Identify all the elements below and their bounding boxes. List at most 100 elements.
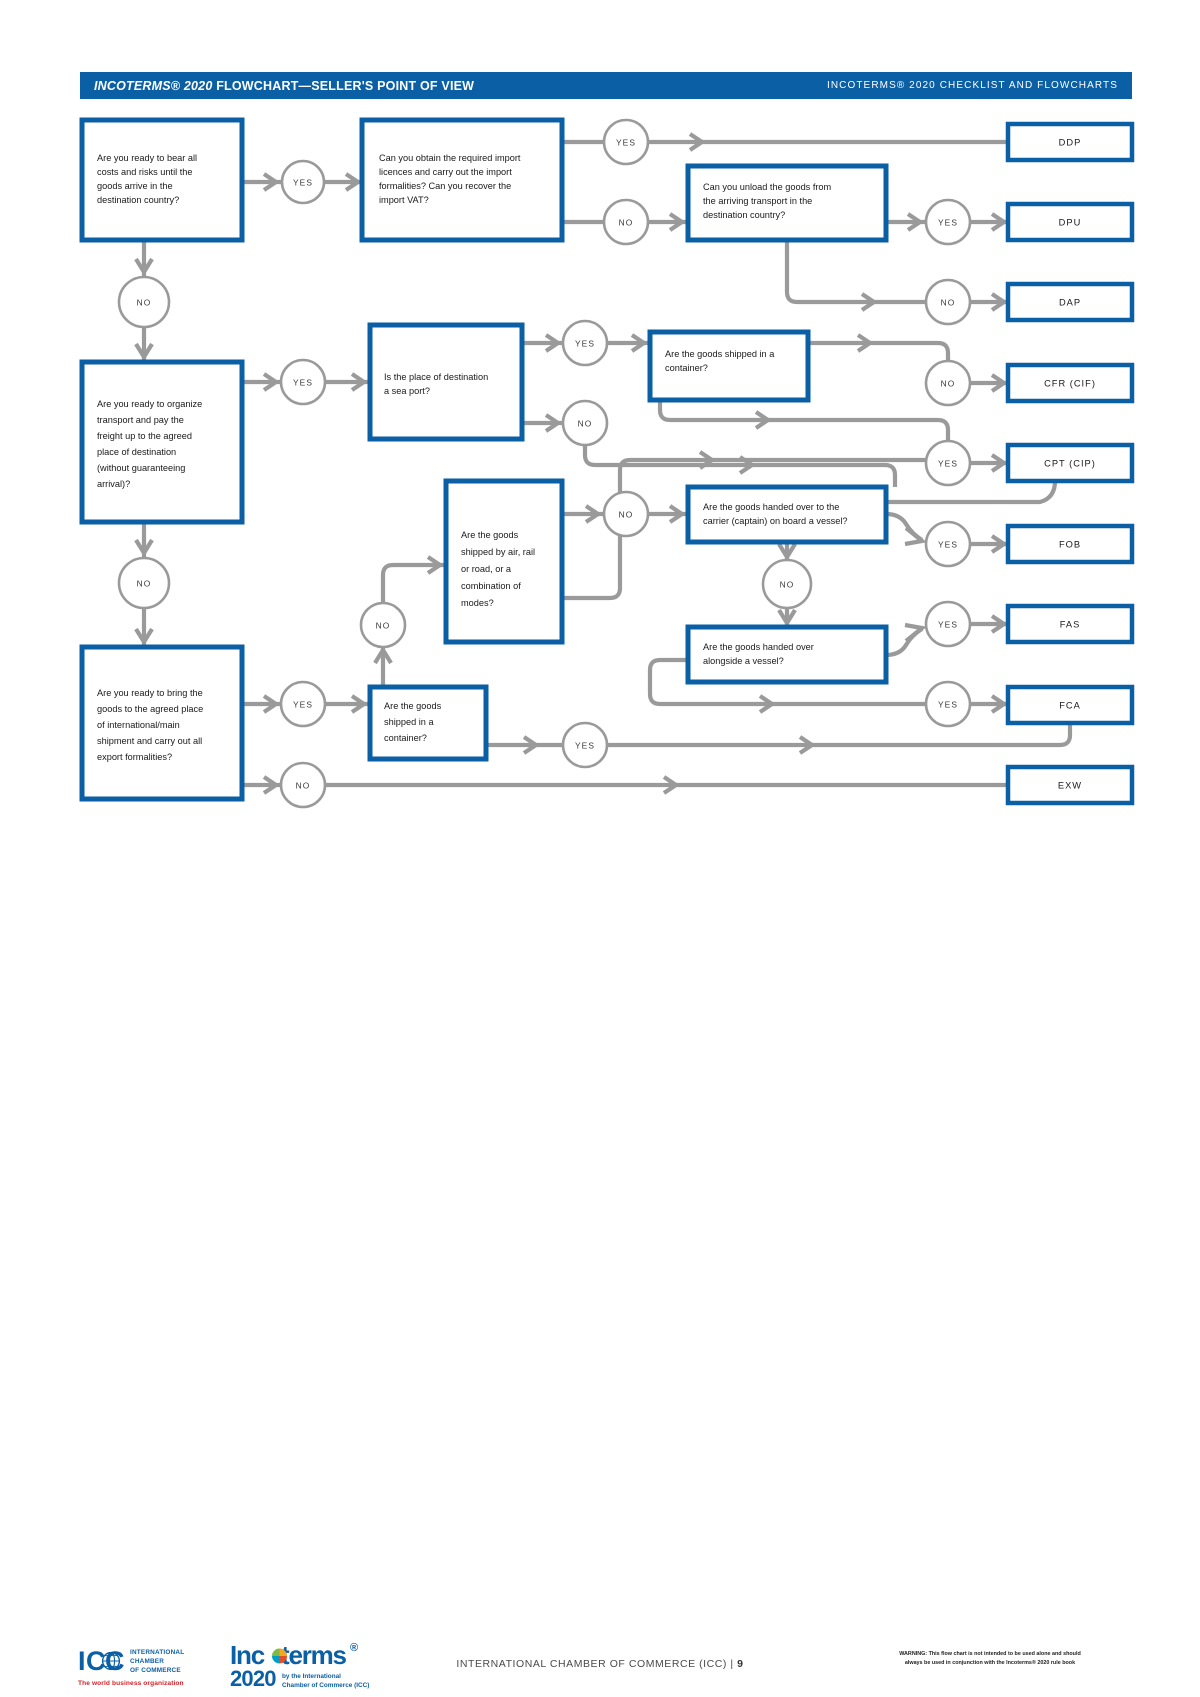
arrowhead-q1-yes-b [344, 172, 362, 192]
svg-text:NO: NO [578, 419, 593, 429]
arrowhead-q3-no-a [860, 292, 878, 312]
svg-text:YES: YES [575, 741, 595, 751]
arrowhead-q11-no-b [426, 555, 444, 575]
svg-text:CHAMBER: CHAMBER [130, 1658, 164, 1665]
icc-logo: I C C INTERNATIONAL CHAMBER OF COMMERCE … [78, 1644, 208, 1692]
svg-text:DPU: DPU [1059, 218, 1082, 228]
decision-d20[interactable]: YES [561, 721, 609, 769]
terminal-dap[interactable]: DAP [1005, 281, 1135, 323]
decision-d12[interactable]: NO [117, 556, 171, 610]
decision-d19[interactable]: YES [924, 680, 972, 728]
decision-d5[interactable]: YES [924, 198, 972, 246]
arrowhead-q1-no-a [134, 257, 154, 277]
svg-text:®: ® [350, 1642, 358, 1654]
arrowhead-q9-yes-b [990, 614, 1008, 634]
terminal-cpt[interactable]: CPT (CIP) [1005, 442, 1135, 484]
arrowhead-q1-yes-a [262, 172, 280, 192]
decision-d15[interactable]: NO [761, 558, 813, 610]
page-number: 9 [737, 1658, 744, 1670]
arrowhead-q8-yes-b [990, 534, 1008, 554]
footer-attribution: INTERNATIONAL CHAMBER OF COMMERCE (ICC) … [430, 1658, 770, 1670]
arrowhead-q8-no-a [777, 542, 797, 562]
icc-logo-wordmark: INTERNATIONAL CHAMBER OF COMMERCE [130, 1649, 184, 1674]
incoterms-color-wheel [272, 1648, 287, 1664]
arrowhead-q1-no-b [134, 342, 154, 362]
arrowhead-q3-yes-a [906, 212, 924, 232]
decision-d21[interactable]: NO [279, 761, 327, 809]
arrowhead-q11-yes-b [798, 735, 816, 755]
decision-d8[interactable]: YES [561, 319, 609, 367]
decision-d17[interactable]: NO [359, 601, 407, 649]
terminal-ddp[interactable]: DDP [1005, 121, 1135, 163]
terminal-fob[interactable]: FOB [1005, 523, 1135, 565]
decision-d14[interactable]: YES [924, 520, 972, 568]
arrowhead-q2-no [668, 212, 686, 232]
svg-text:YES: YES [575, 339, 595, 349]
decision-d18[interactable]: YES [279, 680, 327, 728]
decision-d4[interactable]: NO [602, 198, 650, 246]
decision-d11[interactable]: YES [924, 439, 972, 487]
incoterms-logo-year: 2020 [230, 1666, 276, 1691]
edge-q7-yes-run [630, 450, 947, 463]
svg-text:NO: NO [941, 379, 956, 389]
edge-q9-no [647, 657, 926, 707]
terminal-dpu[interactable]: DPU [1005, 201, 1135, 243]
svg-text:YES: YES [616, 138, 636, 148]
decision-d7[interactable]: YES [279, 358, 327, 406]
svg-text:DDP: DDP [1059, 138, 1082, 148]
decision-d9[interactable]: NO [561, 399, 609, 447]
page-title-brand: INCOTERMS® 2020 [94, 78, 213, 93]
decision-d1[interactable]: YES [280, 159, 326, 205]
decision-d16[interactable]: YES [924, 600, 972, 648]
edge-cpt-tail [880, 480, 1058, 505]
decision-d3[interactable]: YES [602, 118, 650, 166]
terminal-cfr[interactable]: CFR (CIF) [1005, 362, 1135, 404]
decision-d13[interactable]: NO [602, 490, 650, 538]
svg-text:FAS: FAS [1060, 620, 1081, 630]
svg-text:terms: terms [281, 1640, 347, 1670]
arrowhead-q7-yes [698, 450, 716, 470]
edge-q5-no-b [582, 445, 898, 487]
svg-text:Can you obtain the required im: Can you obtain the required importlicenc… [379, 153, 521, 205]
terminal-fas[interactable]: FAS [1005, 603, 1135, 645]
arrowhead-q9-no [758, 694, 776, 714]
terminal-fca[interactable]: FCA [1005, 684, 1135, 726]
svg-text:NO: NO [619, 510, 634, 520]
svg-text:YES: YES [293, 700, 313, 710]
page-footer: I C C INTERNATIONAL CHAMBER OF COMMERCE … [0, 818, 1200, 1691]
arrowhead-q4-yes-b [350, 372, 368, 392]
edge-q3-no-a [784, 240, 926, 305]
icc-logo-tagline: The world business organization [78, 1680, 184, 1687]
decision-d10[interactable]: NO [924, 359, 972, 407]
terminal-exw[interactable]: EXW [1005, 764, 1135, 806]
icc-logo-mark: I C C [78, 1646, 125, 1676]
arrowhead-q4-no-b [134, 627, 154, 647]
footer-warning-line-2: always be used in conjunction with the I… [904, 1660, 1076, 1667]
page-title: INCOTERMS® 2020 FLOWCHART—SELLER'S POINT… [94, 79, 474, 93]
arrowhead-q6-no-b [990, 373, 1008, 393]
incoterms-logo-sub2: Chamber of Commerce (ICC) [282, 1682, 369, 1689]
arrowhead-q8-no-b [777, 608, 797, 628]
svg-text:INTERNATIONAL: INTERNATIONAL [130, 1649, 184, 1656]
decision-d6[interactable]: NO [924, 278, 972, 326]
svg-text:YES: YES [938, 540, 958, 550]
arrowhead-q8-yes-a [904, 526, 927, 547]
decision-d2[interactable]: NO [117, 275, 171, 329]
incoterms-logo: Inc terms ® 2020 by the International Ch… [230, 1640, 390, 1692]
